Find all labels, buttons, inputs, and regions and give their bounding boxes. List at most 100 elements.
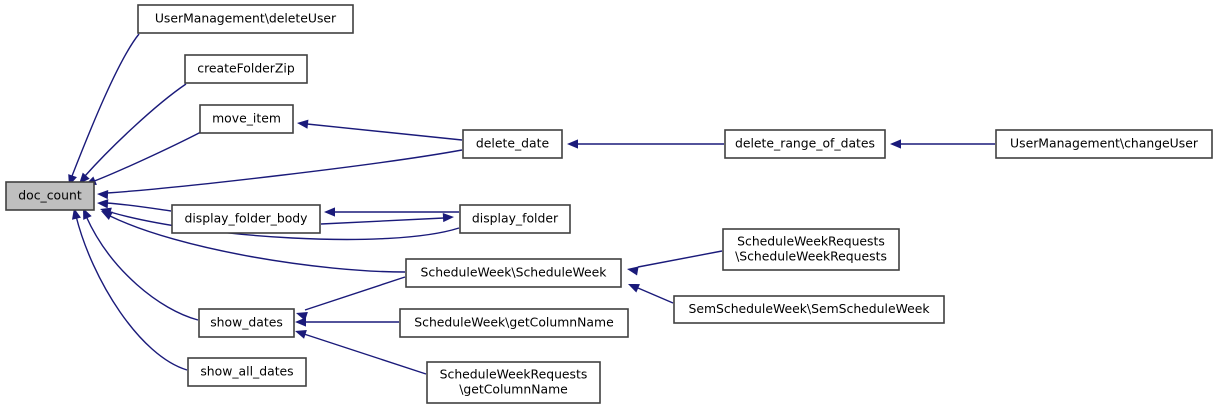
node-box[interactable] [459, 204, 571, 234]
node-label: createFolderZip [197, 61, 295, 76]
edge-line [105, 202, 172, 212]
call-edge [324, 207, 459, 217]
edge-line [106, 149, 463, 194]
node-box[interactable] [399, 308, 629, 338]
node-box[interactable] [5, 181, 95, 211]
node-box[interactable] [137, 4, 354, 34]
node-label: move_item [212, 111, 281, 126]
edge-arrowhead [83, 208, 92, 220]
node-label: show_all_dates [200, 364, 293, 379]
node-label: \getColumnName [459, 382, 568, 397]
call-edge [68, 33, 140, 186]
node-label: show_dates [210, 315, 283, 330]
call-edge [320, 212, 454, 225]
edge-line [320, 217, 445, 225]
call-edge [297, 119, 463, 141]
node-box[interactable] [722, 228, 900, 271]
call-edge [567, 139, 724, 149]
node-box[interactable] [187, 357, 307, 387]
edge-arrowhead [295, 317, 306, 327]
graph-node-delete_range_of_dates[interactable]: delete_range_of_dates [724, 129, 886, 159]
node-label: UserManagement\changeUser [1010, 136, 1199, 151]
edge-arrowhead [890, 139, 901, 149]
call-edge [101, 211, 406, 273]
node-box[interactable] [171, 204, 321, 234]
node-label: \ScheduleWeekRequests [735, 249, 887, 264]
graph-node-changeUser[interactable]: UserManagement\changeUser [995, 129, 1213, 159]
edge-line [306, 123, 463, 141]
edge-line [304, 276, 406, 311]
node-label: UserManagement\deleteUser [155, 11, 337, 26]
node-box[interactable] [184, 54, 308, 84]
call-edge [85, 131, 202, 185]
call-edge [83, 208, 199, 321]
edge-line [85, 215, 199, 321]
edge-line [91, 131, 202, 183]
node-box[interactable] [673, 295, 945, 324]
edge-arrowhead [71, 208, 81, 220]
edge-line [303, 333, 427, 375]
node-label: delete_date [476, 136, 549, 151]
call-edge [97, 149, 463, 200]
graph-node-deleteUser[interactable]: UserManagement\deleteUser [137, 4, 354, 34]
node-label: ScheduleWeek\getColumnName [414, 315, 613, 330]
edge-arrowhead [442, 212, 454, 223]
graph-node-createFolderZip[interactable]: createFolderZip [184, 54, 308, 84]
node-label: display_folder [472, 211, 559, 226]
node-box[interactable] [724, 129, 886, 159]
edge-line [109, 215, 406, 273]
node-label: doc_count [18, 188, 82, 203]
call-edge [295, 330, 427, 375]
graph-node-move_item[interactable]: move_item [199, 104, 294, 134]
call-edge [71, 208, 188, 371]
graph-node-doc_count[interactable]: doc_count [5, 181, 95, 211]
graph-node-ScheduleWeekRequests_ScheduleWeekRequests[interactable]: ScheduleWeekRequests\ScheduleWeekRequest… [722, 228, 900, 271]
graph-node-ScheduleWeek_ScheduleWeek[interactable]: ScheduleWeek\ScheduleWeek [405, 258, 622, 288]
node-label: ScheduleWeekRequests [737, 234, 885, 249]
graph-node-ScheduleWeekRequests_getColumnName[interactable]: ScheduleWeekRequests\getColumnName [426, 361, 601, 404]
edge-arrowhead [295, 330, 307, 339]
edge-arrowhead [101, 211, 113, 220]
node-box[interactable] [426, 361, 601, 404]
graph-node-show_dates[interactable]: show_dates [198, 308, 295, 338]
edge-arrowhead [567, 139, 578, 149]
call-edge [97, 199, 172, 212]
call-edge [79, 83, 187, 184]
node-label: delete_range_of_dates [735, 136, 875, 151]
graph-node-ScheduleWeek_getColumnName[interactable]: ScheduleWeek\getColumnName [399, 308, 629, 338]
call-edge [296, 276, 406, 321]
edge-arrowhead [297, 119, 309, 129]
graph-node-display_folder_body[interactable]: display_folder_body [171, 204, 321, 234]
node-box[interactable] [198, 308, 295, 338]
call-edge [628, 284, 674, 304]
edge-layer [68, 33, 995, 375]
call-edge [627, 250, 723, 276]
node-box[interactable] [405, 258, 622, 288]
call-edge [890, 139, 995, 149]
graph-node-delete_date[interactable]: delete_date [462, 129, 563, 159]
node-label: ScheduleWeekRequests [440, 367, 588, 382]
edge-line [109, 211, 460, 241]
edge-arrowhead [324, 207, 335, 217]
call-edge [295, 317, 399, 327]
node-label: display_folder_body [185, 211, 308, 226]
edge-arrowhead [628, 284, 640, 293]
edge-line [637, 287, 674, 304]
edge-arrowhead [97, 189, 109, 200]
graph-node-SemScheduleWeek_SemScheduleWeek[interactable]: SemScheduleWeek\SemScheduleWeek [673, 295, 945, 324]
edge-line [637, 250, 723, 268]
node-box[interactable] [462, 129, 563, 159]
node-box[interactable] [199, 104, 294, 134]
node-layer: doc_count UserManagement\deleteUser create… [5, 4, 1213, 404]
node-label: SemScheduleWeek\SemScheduleWeek [688, 301, 930, 316]
edge-line [75, 215, 188, 371]
graph-node-display_folder[interactable]: display_folder [459, 204, 571, 234]
node-label: ScheduleWeek\ScheduleWeek [421, 265, 608, 280]
edge-arrowhead [97, 199, 109, 209]
edge-arrowhead [627, 266, 639, 276]
edge-line [71, 33, 140, 177]
node-box[interactable] [995, 129, 1213, 159]
graph-node-show_all_dates[interactable]: show_all_dates [187, 357, 307, 387]
